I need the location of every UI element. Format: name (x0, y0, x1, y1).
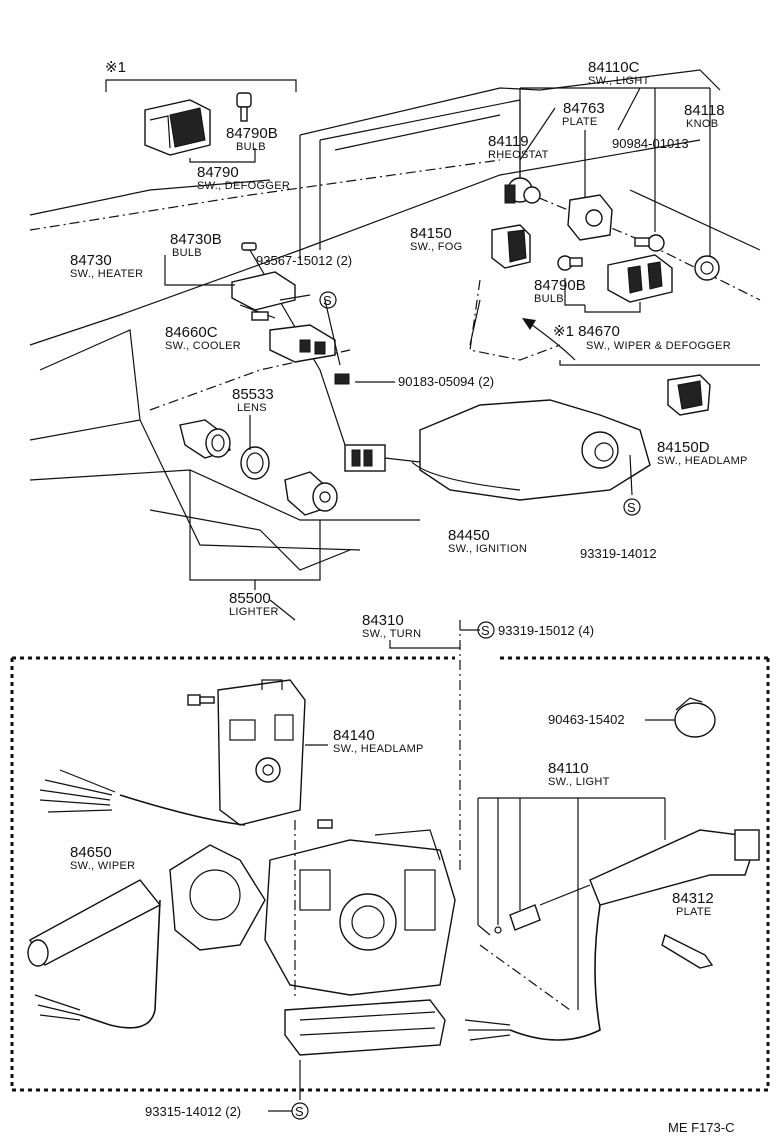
label-85500-num: 85500 (229, 590, 271, 607)
bulb-84730b-part (241, 242, 257, 251)
label-84310-name: SW., TURN (362, 628, 421, 640)
svg-text:S: S (481, 623, 490, 638)
label-84140-num: 84140 (333, 727, 375, 744)
label-84763-num: 84763 (563, 100, 605, 117)
s-symbol-4: S (291, 1102, 309, 1120)
label-84730B-num: 84730B (170, 231, 222, 248)
plate-84763-part (567, 194, 613, 241)
label-84119-num: 84119 (488, 133, 529, 150)
label-84660C-name: SW., COOLER (165, 340, 241, 352)
label-84312-num: 84312 (672, 890, 714, 907)
label-84730-num: 84730 (70, 252, 112, 269)
knob-part (694, 255, 720, 281)
label-93319b-num: 93319-15012 (4) (498, 623, 594, 638)
wiper-defogger-switch-part (607, 254, 673, 303)
plate-84312-part (661, 934, 714, 969)
headlamp-switch-84150d-part (667, 374, 711, 416)
label-85533-name: LENS (237, 402, 267, 414)
turn-switch-body-part (264, 819, 456, 996)
s-symbol-3: S (477, 621, 495, 639)
labels: 84110C SW., LIGHT 84763 PLATE 84118 KNOB… (70, 59, 748, 1135)
heater-switch-part (231, 271, 311, 321)
label-85500-name: LIGHTER (229, 606, 279, 618)
label-84110C-num: 84110C (588, 59, 640, 76)
label-84790-num: 84790 (197, 164, 239, 181)
label-84650-num: 84650 (70, 844, 112, 861)
svg-text:S: S (627, 500, 636, 515)
label-84150D-num: 84150D (657, 439, 710, 456)
label-84119-name: RHEOSTAT (488, 149, 549, 161)
label-84450-name: SW., IGNITION (448, 543, 527, 555)
headlamp-switch-84140-part (187, 679, 306, 826)
label-84730-name: SW., HEATER (70, 268, 143, 280)
label-84730B-name: BULB (172, 247, 202, 259)
lighter-group-parts (179, 419, 338, 516)
label-84650-name: SW., WIPER (70, 860, 135, 872)
label-84310-num: 84310 (362, 612, 404, 629)
clamp-90463-part (674, 697, 716, 738)
label-84150D-name: SW., HEADLAMP (657, 455, 748, 467)
label-84110C-name: SW., LIGHT (588, 75, 650, 87)
bulb-84790b-part-mid (557, 255, 583, 271)
bulb-84790b-part-top (236, 92, 252, 122)
label-93567-num: 93567-15012 (2) (256, 253, 352, 268)
rheostat-part (504, 177, 541, 204)
label-84670-name: SW., WIPER & DEFOGGER (586, 340, 731, 352)
defogger-switch-part (144, 99, 211, 156)
label-84790B-mid-name: BULB (534, 293, 564, 305)
group-1-bracket: ※1 (105, 59, 297, 92)
label-93315-num: 93315-14012 (2) (145, 1104, 241, 1119)
clip-90183-part (334, 373, 350, 385)
label-84790B-mid-num: 84790B (534, 277, 586, 294)
label-84150-num: 84150 (410, 225, 452, 242)
label-84790-name: SW., DEFOGGER (197, 180, 290, 192)
turn-switch-box (10, 658, 770, 1092)
label-84150-name: SW., FOG (410, 241, 463, 253)
label-84118-name: KNOB (686, 118, 718, 130)
label-84670-num: ※1 84670 (553, 323, 620, 340)
label-93319a-num: 93319-14012 (580, 546, 657, 561)
svg-text:S: S (295, 1104, 304, 1119)
s-symbol-1: S (319, 291, 337, 309)
screw-90984-part (634, 234, 665, 252)
label-84110-num: 84110 (548, 760, 589, 777)
wiper-switch-part (27, 844, 266, 1029)
fog-switch-part (491, 224, 531, 269)
light-switch-stalk-part (464, 829, 760, 1041)
label-84312-name: PLATE (676, 906, 712, 918)
ignition-switch-part (344, 399, 651, 501)
footer-code: ME F173-C (668, 1120, 734, 1135)
label-84763-name: PLATE (562, 116, 598, 128)
s-symbol-2: S (623, 498, 641, 516)
cooler-switch-part (269, 324, 336, 363)
label-84118-num: 84118 (684, 102, 725, 119)
label-90183-num: 90183-05094 (2) (398, 374, 494, 389)
label-84450-num: 84450 (448, 527, 490, 544)
label-90463-num: 90463-15402 (548, 712, 625, 727)
group-1-mark: ※1 (105, 59, 126, 76)
label-90984-num: 90984-01013 (612, 136, 689, 151)
label-85533-num: 85533 (232, 386, 274, 403)
svg-text:S: S (323, 293, 332, 308)
turn-switch-connector-part (284, 999, 446, 1056)
label-84110-name: SW., LIGHT (548, 776, 610, 788)
label-84790B-top-name: BULB (236, 141, 266, 153)
label-84790B-top-num: 84790B (226, 125, 278, 142)
label-84660C-num: 84660C (165, 324, 218, 341)
label-84140-name: SW., HEADLAMP (333, 743, 424, 755)
